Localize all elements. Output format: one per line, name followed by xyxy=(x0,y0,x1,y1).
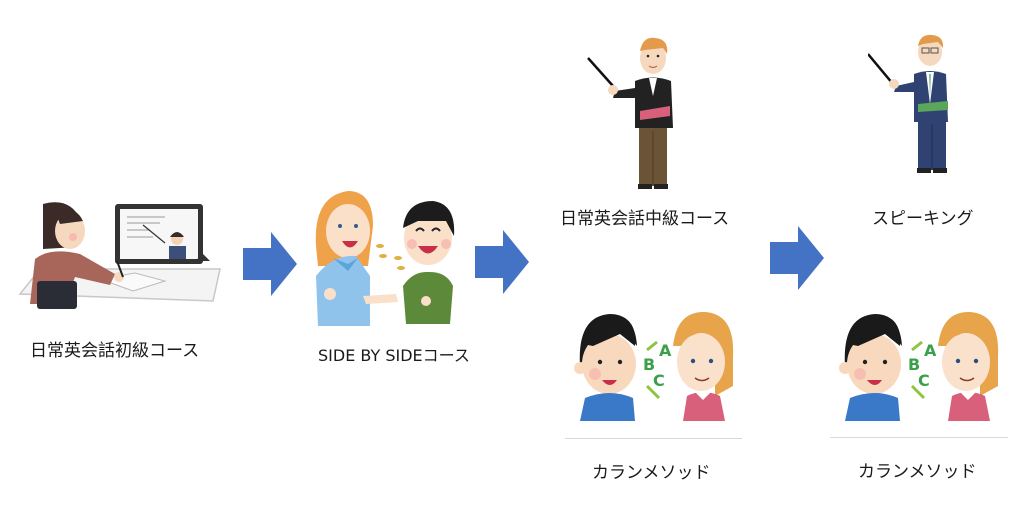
node-label-side-by-side: SIDE BY SIDEコース xyxy=(318,346,470,365)
illustration-abc-conversation: A B C xyxy=(565,306,740,422)
illustration-online-study xyxy=(15,199,223,313)
svg-text:C: C xyxy=(918,371,930,390)
node-label-intermediate: 日常英会話中級コース xyxy=(560,209,730,229)
divider-line xyxy=(830,437,1008,438)
node-label-speaking: スピーキング xyxy=(872,209,974,229)
svg-text:C: C xyxy=(653,371,665,390)
svg-text:A: A xyxy=(924,341,937,360)
arrow-right-icon xyxy=(243,232,297,296)
node-label-beginner: 日常英会話初級コース xyxy=(30,341,200,361)
divider-line xyxy=(565,438,742,439)
node-label-callan-2: カランメソッド xyxy=(858,462,977,482)
illustration-abc-conversation: A B C xyxy=(830,306,1005,422)
svg-text:B: B xyxy=(643,355,655,374)
illustration-teacher-navy-suit xyxy=(868,34,958,174)
node-label-callan-1: カランメソッド xyxy=(592,463,711,483)
svg-text:A: A xyxy=(659,341,672,360)
arrow-right-icon xyxy=(475,230,529,294)
illustration-teacher-black-jacket xyxy=(585,36,685,191)
illustration-two-people-chatting xyxy=(308,186,458,326)
svg-text:B: B xyxy=(908,355,920,374)
arrow-right-icon xyxy=(770,226,824,290)
